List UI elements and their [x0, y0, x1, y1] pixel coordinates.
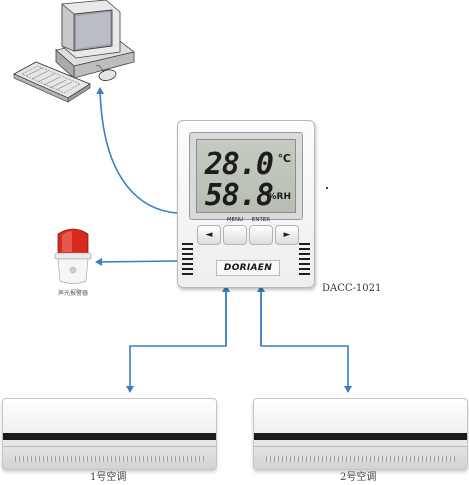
temperature-unit: ℃	[277, 152, 291, 165]
left-key[interactable]: ◄	[197, 225, 221, 245]
computer-icon	[13, 0, 135, 103]
keyboard-icon	[13, 61, 91, 103]
ac-vent	[15, 456, 204, 462]
menu-key[interactable]: MENU	[223, 217, 247, 245]
right-arrow-icon: ►	[283, 230, 291, 240]
brand-logo: DORIAEN	[216, 260, 280, 276]
ac-vent	[266, 456, 455, 462]
left-arrow-icon: ◄	[205, 230, 213, 240]
humidity-unit: %RH	[267, 192, 291, 202]
temperature-value: 28.0	[204, 147, 274, 182]
humidity-value: 58.8	[204, 178, 274, 213]
temperature-humidity-sensor: 28.0 ℃ 58.8 %RH ◄ MENU ENTER ► DORIAEN	[177, 120, 315, 288]
menu-key-label: MENU	[226, 217, 244, 223]
enter-key-label: ENTER	[251, 217, 271, 223]
ac2-link-arrow	[260, 282, 352, 393]
air-conditioner-1	[2, 398, 217, 470]
computer-link-arrow	[96, 87, 178, 214]
alarm-beacon-icon	[54, 228, 92, 284]
ac-panel-line	[254, 446, 467, 447]
ac-panel-line	[3, 446, 216, 447]
ac1-label: 1号空调	[90, 472, 127, 483]
air-conditioner-2	[253, 398, 468, 470]
alarm-label: 声光报警器	[58, 290, 89, 297]
mouse-icon	[95, 65, 117, 81]
ac1-link-arrow	[126, 282, 227, 393]
ac-stripe	[254, 433, 467, 440]
lcd-frame: 28.0 ℃ 58.8 %RH	[189, 132, 303, 220]
lcd-display: 28.0 ℃ 58.8 %RH	[196, 139, 296, 213]
enter-key[interactable]: ENTER	[249, 217, 273, 245]
alarm-link-arrow	[95, 257, 178, 266]
ac-stripe	[3, 433, 216, 440]
right-key[interactable]: ►	[275, 225, 299, 245]
model-label: DACC-1021	[322, 283, 382, 294]
dot-mark	[326, 187, 328, 189]
ac2-label: 2号空调	[340, 472, 377, 483]
